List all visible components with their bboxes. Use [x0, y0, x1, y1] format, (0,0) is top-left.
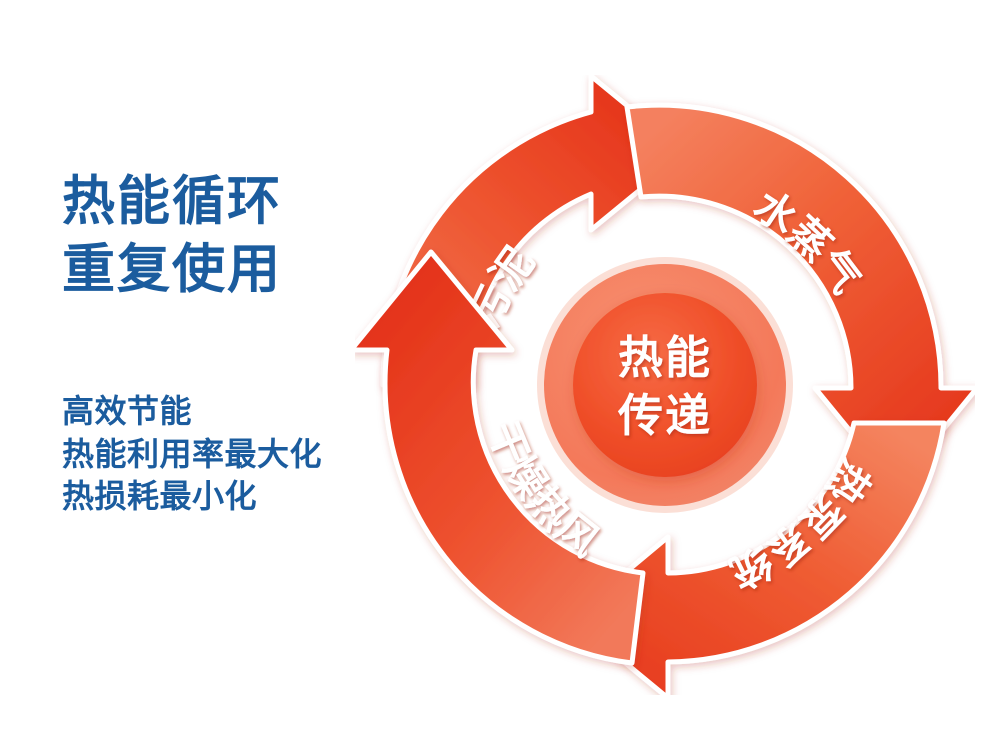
- benefit-item-1: 高效节能: [62, 392, 193, 430]
- benefits-list: 高效节能 热能利用率最大化 热损耗最小化: [62, 390, 462, 518]
- page-title: 热能循环 重复使用: [62, 168, 432, 304]
- cycle-core: 热能 传递: [537, 257, 793, 513]
- benefit-item-3: 热损耗最小化: [62, 477, 258, 516]
- core-label-line-2: 传递: [617, 389, 712, 442]
- core-disc: [573, 293, 757, 477]
- heat-cycle-diagram: 污泥 水蒸气 热泵系统 干燥热风: [355, 75, 975, 695]
- headline-block: 热能循环 重复使用: [62, 168, 432, 304]
- headline-line-1: 热能循环: [62, 171, 282, 232]
- benefit-item-2: 热能利用率最大化: [62, 434, 323, 473]
- cycle-segment-heat-pump[interactable]: [568, 420, 947, 695]
- cycle-segment-hot-air[interactable]: [355, 249, 646, 666]
- headline-line-2: 重复使用: [62, 238, 282, 300]
- cycle-segment-steam[interactable]: [624, 102, 975, 490]
- core-label-line-1: 热能: [618, 331, 712, 384]
